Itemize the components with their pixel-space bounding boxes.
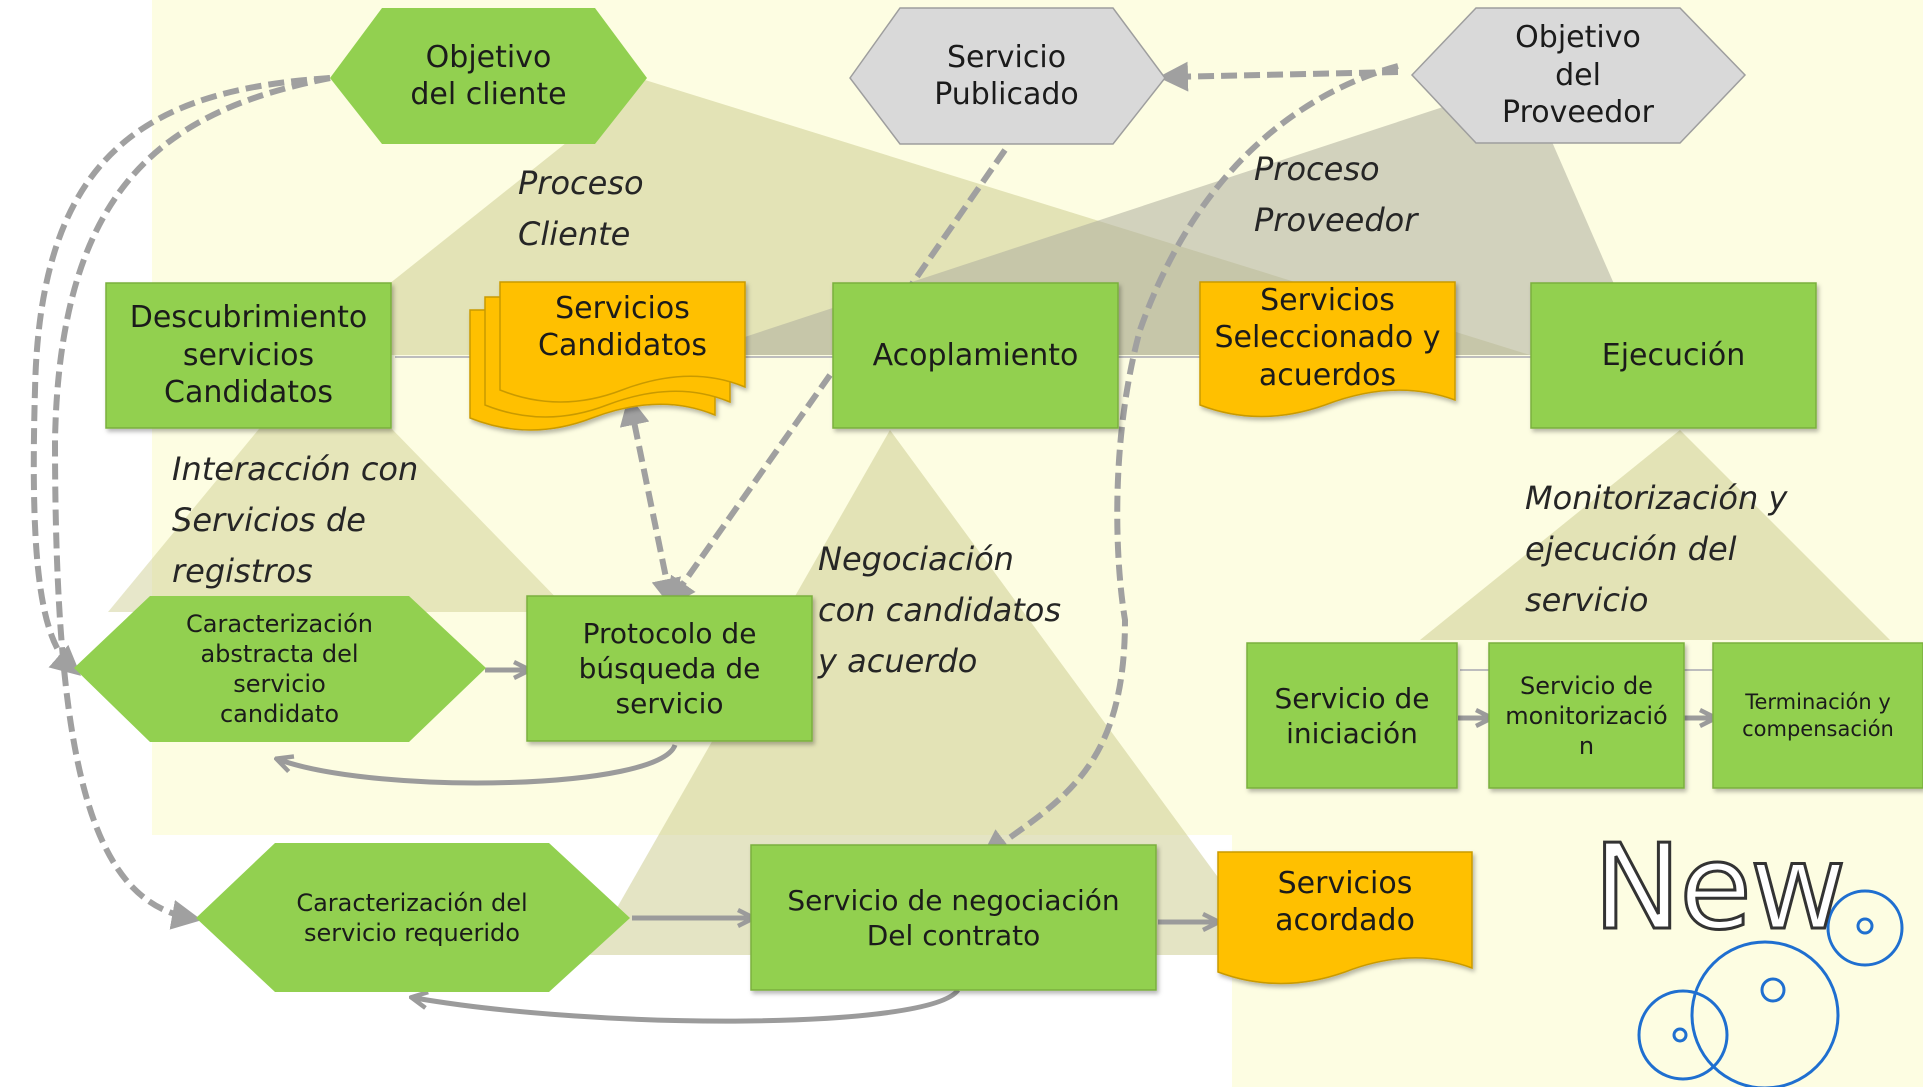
- servicio-publicado-label: Servicio Publicado: [934, 39, 1079, 113]
- monitorizacion-ejecucion-label: Monitorización y ejecución del servicio: [1525, 479, 1788, 620]
- objetivo-cliente-shape: [330, 8, 647, 144]
- protocolo-busqueda-box: Protocolo de búsqueda de servicio: [578, 617, 761, 720]
- proceso-proveedor-label: Proceso Proveedor: [1254, 150, 1418, 240]
- proceso-cliente-label: Proceso Cliente: [518, 164, 644, 254]
- servicio-monitorizacion-box: Servicio de monitorizació n: [1505, 671, 1668, 760]
- servicio-iniciacion-box: Servicio de iniciación: [1274, 681, 1430, 750]
- negociacion-candidatos-label: Negociación con candidatos y acuerdo: [818, 540, 1062, 681]
- caracterizacion-abstracta-shape: [74, 596, 486, 742]
- region-monitorizacion: [1420, 430, 1890, 640]
- objetivo-proveedor-shape: [1410, 7, 1747, 144]
- servicio-negociacion-box: Servicio de negociación Del contrato: [787, 883, 1120, 952]
- terminacion-box: Terminación y compensación: [1742, 690, 1894, 741]
- dashed-connectors: [30, 61, 1399, 930]
- region-interaccion-registros: [108, 355, 570, 612]
- document-shapes: [469, 281, 1473, 985]
- caracterizacion-requerido-shape: [196, 843, 630, 992]
- caracterizacion-requerido-label: Caracterización del servicio requerido: [296, 888, 528, 947]
- ejecucion-box: Ejecución: [1601, 337, 1746, 373]
- caracterizacion-abstracta-label: Caracterización abstracta del servicio c…: [185, 610, 373, 728]
- descubrimiento-box: Descubrimiento servicios Candidatos: [129, 300, 368, 411]
- objetivo-cliente-label: Objetivo del cliente: [410, 39, 567, 113]
- process-boxes: [105, 282, 1923, 991]
- servicios-candidatos-doc: Servicios Candidatos: [538, 290, 707, 364]
- servicios-acordado-doc: Servicios acordado: [1275, 865, 1415, 939]
- region-negociacion: [590, 430, 1275, 955]
- interaccion-registros-label: Interacción con Servicios de registros: [172, 450, 419, 591]
- servicios-seleccionado-doc: Servicios Seleccionado y acuerdos: [1214, 282, 1441, 393]
- acoplamiento-box: Acoplamiento: [872, 337, 1079, 373]
- objetivo-proveedor-label: Objetivo del Proveedor: [1502, 20, 1654, 131]
- new-badge: New: [1591, 817, 1847, 958]
- servicio-publicado-shape: [849, 7, 1166, 145]
- bubbles-decoration: [1637, 889, 1904, 1087]
- solid-connectors: [280, 670, 1712, 1024]
